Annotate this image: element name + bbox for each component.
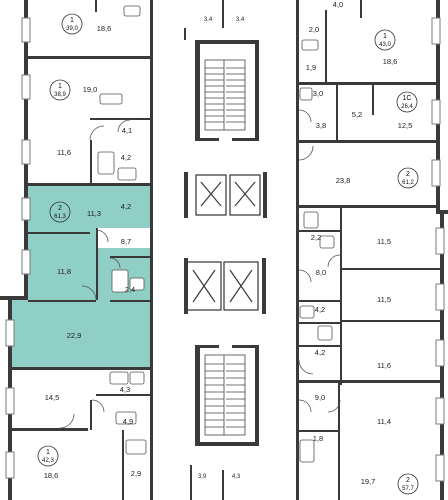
unit-badge[interactable]: 2 57,7: [397, 473, 419, 495]
room-area: 2,4: [125, 285, 135, 294]
room-area: 3,0: [313, 89, 323, 98]
stairs-top: [204, 59, 246, 131]
right-block-walls: [296, 0, 448, 500]
left-fixtures: [97, 5, 147, 455]
core-walls: [184, 0, 259, 500]
right-doors: [298, 109, 341, 413]
room-area: 11,4: [377, 417, 391, 426]
right-windows: [431, 17, 445, 482]
room-area: 23,8: [336, 176, 351, 185]
unit-number: 1: [70, 17, 74, 24]
unit-area: 43,0: [379, 42, 391, 48]
room-area: 3,4: [236, 17, 245, 23]
unit-area: 61,3: [54, 214, 66, 220]
room-area: 22,9: [67, 331, 82, 340]
room-area: 4,2: [121, 153, 131, 162]
room-area: 4,3: [232, 474, 241, 480]
room-area: 11,6: [57, 148, 71, 157]
unit-number: 1С: [403, 95, 412, 102]
highlighted-apartment[interactable]: [10, 185, 150, 367]
unit-number: 2: [406, 477, 410, 484]
room-area: 4,2: [315, 348, 325, 357]
room-area: 11,5: [377, 295, 391, 304]
room-area: 1,9: [306, 63, 316, 72]
room-area: 12,5: [398, 121, 413, 130]
room-area: 4,0: [333, 0, 343, 9]
room-area: 19,0: [83, 85, 98, 94]
stairs-bottom: [204, 354, 246, 436]
room-area: 3,4: [204, 17, 213, 23]
unit-badge[interactable]: 1 42,3: [37, 445, 59, 467]
elevators: [184, 172, 267, 314]
right-fixtures: [299, 39, 335, 463]
room-area: 2,0: [309, 25, 319, 34]
room-area: 5,2: [352, 110, 362, 119]
room-area: 8,7: [121, 237, 131, 246]
unit-area: 38,9: [54, 92, 66, 98]
unit-number: 1: [46, 449, 50, 456]
unit-badge[interactable]: 1С 26,4: [396, 91, 418, 113]
left-doors: [59, 119, 131, 429]
room-area: 4,2: [121, 202, 131, 211]
room-area: 2,9: [131, 469, 141, 478]
room-area: 14,5: [45, 393, 60, 402]
room-area: 18,6: [383, 57, 398, 66]
room-area: 4,1: [122, 126, 132, 135]
unit-area: 42,3: [42, 458, 54, 464]
room-labels: 18,6 19,0 4,1 11,6 4,2 11,3 4,2 8,7 11,8…: [44, 0, 413, 486]
unit-badges: 1 39,0 1 38,9 2 61,3 1 42,3 1 43,0 1С 26…: [37, 13, 419, 495]
unit-area: 39,0: [66, 26, 78, 32]
room-area: 18,6: [97, 24, 112, 33]
room-area: 19,7: [361, 477, 376, 486]
unit-number: 1: [58, 83, 62, 90]
room-area: 18,6: [44, 471, 59, 480]
room-area: 1,8: [313, 434, 323, 443]
room-area: 4,2: [315, 305, 325, 314]
room-area: 2,2: [311, 233, 321, 242]
unit-badge[interactable]: 2 61,2: [397, 167, 419, 189]
unit-badge[interactable]: 2 61,3: [49, 201, 71, 223]
room-area: 4,9: [123, 417, 133, 426]
unit-number: 2: [58, 205, 62, 212]
unit-number: 2: [406, 171, 410, 178]
room-area: 3,9: [198, 474, 207, 480]
room-area: 11,6: [377, 361, 391, 370]
room-area: 9,0: [315, 393, 325, 402]
unit-badge[interactable]: 1 43,0: [374, 29, 396, 51]
unit-number: 1: [383, 33, 387, 40]
room-area: 8,0: [316, 268, 326, 277]
unit-badge[interactable]: 1 38,9: [49, 79, 71, 101]
room-area: 11,8: [57, 267, 71, 276]
unit-badge[interactable]: 1 39,0: [61, 13, 83, 35]
room-area: 11,5: [377, 237, 391, 246]
unit-area: 61,2: [402, 180, 414, 186]
room-area: 3,8: [316, 121, 326, 130]
unit-area: 26,4: [401, 104, 413, 110]
room-area: 11,3: [87, 209, 101, 218]
unit-area: 57,7: [402, 486, 414, 492]
room-area: 4,3: [120, 385, 130, 394]
left-windows: [5, 17, 31, 479]
